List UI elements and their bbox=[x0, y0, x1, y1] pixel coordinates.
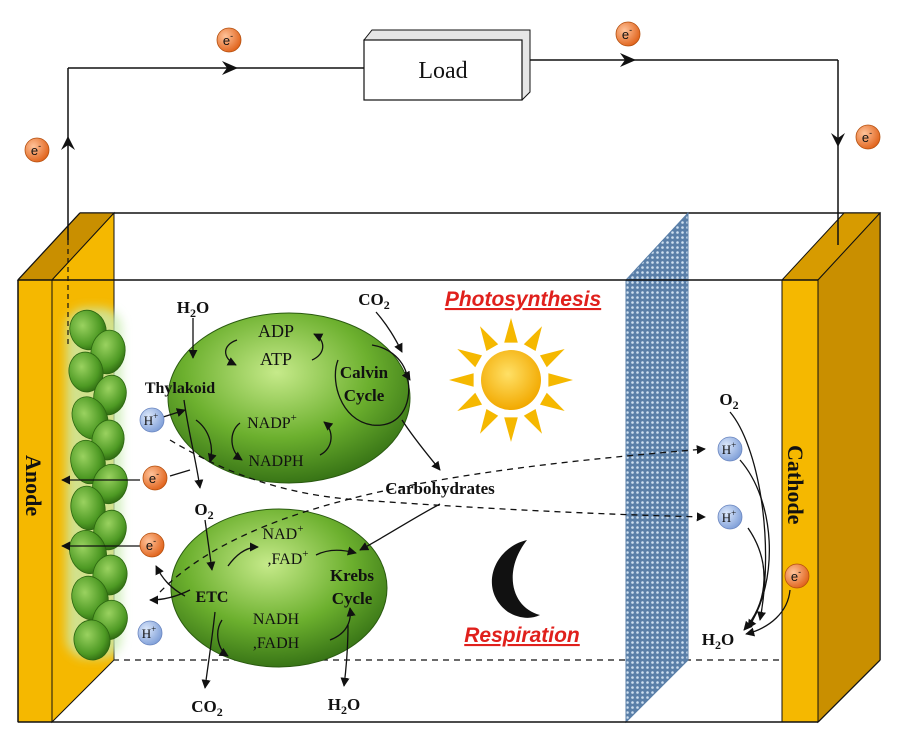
sun-ray bbox=[539, 392, 565, 411]
o2-cathode-label: O2 bbox=[719, 390, 738, 412]
sun-ray bbox=[548, 373, 573, 387]
sun-ray bbox=[504, 417, 518, 442]
sun-ray bbox=[480, 408, 499, 434]
nad-label: NAD+ bbox=[263, 523, 304, 543]
external-circuit bbox=[61, 53, 845, 345]
sun-icon bbox=[449, 318, 573, 442]
atp-label: ATP bbox=[260, 349, 292, 369]
fad-label: ,FAD+ bbox=[267, 548, 308, 568]
sun-ray bbox=[457, 349, 483, 368]
electron-badge: e- bbox=[615, 21, 641, 47]
proton-badge: H+ bbox=[717, 436, 743, 462]
sun-ray bbox=[480, 326, 499, 352]
proton-badge: H+ bbox=[717, 504, 743, 530]
co2-input-label: CO2 bbox=[358, 290, 390, 312]
o2-label: O2 bbox=[194, 500, 213, 522]
cathode-electrode bbox=[780, 211, 882, 724]
current-down-arrow bbox=[831, 133, 845, 147]
electron-badge: e- bbox=[142, 465, 168, 491]
electron-badge: e- bbox=[784, 563, 810, 589]
electron-symbol: e- bbox=[622, 25, 632, 42]
electron-badge: e- bbox=[24, 137, 50, 163]
load-label: Load bbox=[418, 58, 467, 84]
chloroplast: ADP ATP NADP+ NADPH Calvin Cycle bbox=[167, 312, 411, 484]
electron-symbol: e- bbox=[791, 567, 801, 584]
current-right-arrow bbox=[620, 53, 636, 67]
sun-ray bbox=[504, 318, 518, 343]
reaction-arrows bbox=[61, 311, 791, 689]
electron-symbol: e- bbox=[223, 31, 233, 48]
sun-ray bbox=[523, 408, 542, 434]
mitochondrion: NAD+ ,FAD+ NADH ,FADH Krebs Cycle ETC bbox=[170, 508, 388, 668]
photosynthesis-title: Photosynthesis bbox=[445, 288, 601, 311]
proton-symbol: H+ bbox=[144, 411, 158, 428]
load-box: Load bbox=[363, 29, 531, 101]
sun-ray bbox=[449, 373, 474, 387]
electron-symbol: e- bbox=[146, 536, 156, 553]
electron-badge: e- bbox=[855, 124, 881, 150]
krebs-cycle-label-line2: Cycle bbox=[332, 589, 373, 608]
sun-ray bbox=[539, 349, 565, 368]
etc-label: ETC bbox=[196, 589, 229, 606]
proton-symbol: H+ bbox=[142, 624, 156, 641]
respiration-title: Respiration bbox=[464, 624, 580, 647]
h2o-output-label: H2O bbox=[328, 695, 360, 717]
sun-ray bbox=[457, 392, 483, 411]
electron-badge: e- bbox=[216, 27, 242, 53]
nadph-label: NADPH bbox=[248, 453, 304, 470]
h2o-cathode-label: H2O bbox=[702, 630, 734, 652]
bacterial-cell bbox=[70, 485, 106, 531]
electron-symbol: e- bbox=[31, 141, 41, 158]
proton-badge: H+ bbox=[139, 407, 165, 433]
proton-symbol: H+ bbox=[722, 508, 736, 525]
calvin-cycle-label-line1: Calvin bbox=[340, 363, 389, 382]
adp-label: ADP bbox=[258, 321, 294, 341]
bacterial-cell bbox=[73, 619, 111, 661]
carbohydrates-label: Carbohydrates bbox=[385, 479, 495, 498]
microbial-biofilm bbox=[66, 308, 128, 661]
co2-output-label: CO2 bbox=[191, 697, 223, 719]
proton-symbol: H+ bbox=[722, 440, 736, 457]
krebs-cycle-label-line1: Krebs bbox=[330, 566, 374, 585]
calvin-cycle-label-line2: Cycle bbox=[344, 386, 385, 405]
proton-exchange-membrane bbox=[625, 211, 689, 724]
electron-symbol: e- bbox=[149, 469, 159, 486]
electron-badge: e- bbox=[139, 532, 165, 558]
bacterial-cell bbox=[68, 351, 104, 393]
nadp-label: NADP+ bbox=[247, 412, 297, 432]
h2o-input-label: H2O bbox=[177, 298, 209, 320]
fadh-label: ,FADH bbox=[253, 635, 300, 652]
proton-badge: H+ bbox=[137, 620, 163, 646]
chamber-front bbox=[17, 279, 818, 723]
current-right-arrow bbox=[222, 61, 238, 75]
nadh-label: NADH bbox=[253, 611, 300, 628]
sun-disc bbox=[481, 350, 541, 410]
proton-transport-arrows bbox=[159, 439, 706, 593]
current-up-arrow bbox=[61, 136, 75, 150]
cathode-label: Cathode bbox=[783, 445, 808, 525]
thylakoid-label: Thylakoid bbox=[145, 380, 215, 397]
sun-ray bbox=[523, 326, 542, 352]
anode-label: Anode bbox=[21, 455, 46, 516]
moon-icon bbox=[491, 540, 540, 618]
electron-symbol: e- bbox=[862, 128, 872, 145]
